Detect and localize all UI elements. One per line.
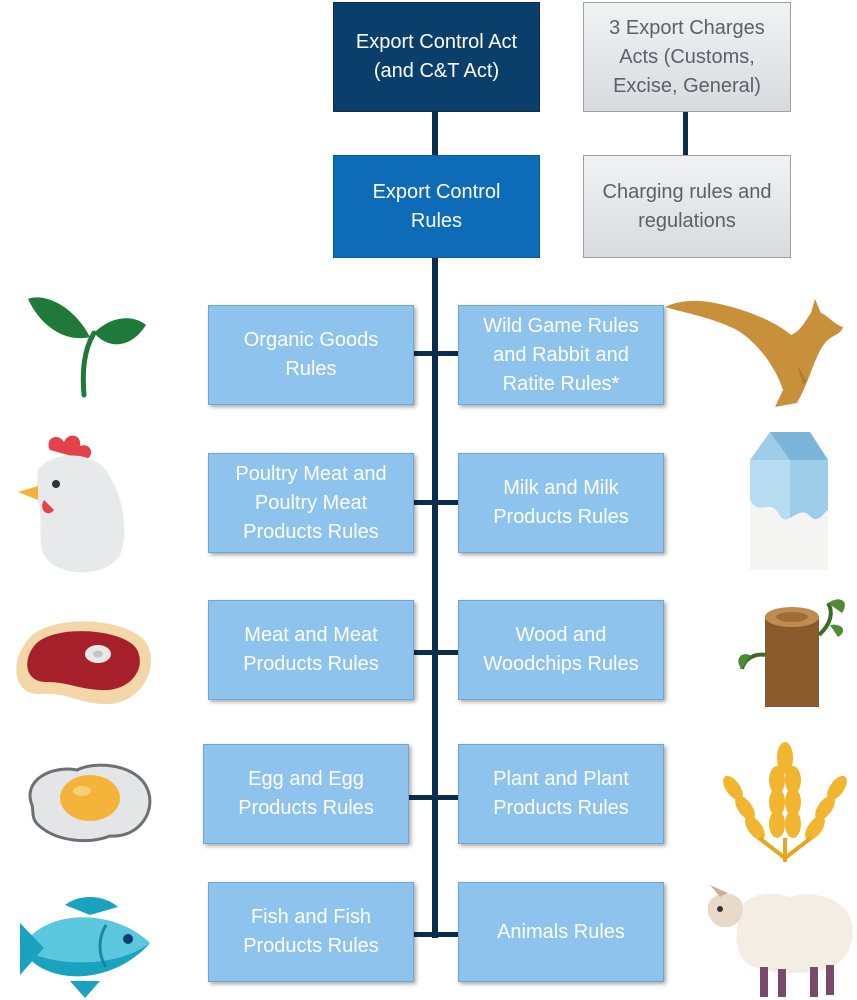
connector-branch-4 — [404, 795, 460, 800]
plant-rules-box: Plant and Plant Products Rules — [458, 744, 664, 844]
charging-rules-box: Charging rules and regulations — [583, 155, 791, 258]
milk-carton-icon — [750, 432, 828, 570]
export-control-rules-label: Export Control Rules — [372, 180, 501, 232]
export-charges-acts-box: 3 Export Charges Acts (Customs, Excise, … — [583, 2, 791, 112]
charging-rules-label: Charging rules and regulations — [602, 180, 772, 232]
fish-icon — [20, 896, 150, 998]
steak-icon — [16, 621, 151, 705]
rule-label: Egg and Egg Products Rules — [238, 768, 374, 819]
connector-act-rules — [432, 112, 438, 156]
rule-label: Meat and Meat Products Rules — [243, 624, 379, 675]
sprout-icon — [28, 297, 146, 398]
wheat-icon — [723, 742, 847, 862]
connector-branch-2 — [412, 500, 460, 505]
fish-rules-box: Fish and Fish Products Rules — [208, 882, 414, 982]
rule-label: Fish and Fish Products Rules — [243, 906, 379, 957]
meat-rules-box: Meat and Meat Products Rules — [208, 600, 414, 700]
egg-rules-box: Egg and Egg Products Rules — [203, 744, 409, 844]
export-control-act-box: Export Control Act (and C&T Act) — [333, 2, 540, 112]
rule-label: Organic Goods Rules — [243, 329, 379, 380]
export-control-rules-box: Export Control Rules — [333, 155, 540, 258]
rule-label: Poultry Meat and Poultry Meat Products R… — [235, 462, 387, 543]
rule-label: Wild Game Rules and Rabbit and Ratite Ru… — [483, 314, 639, 395]
connector-branch-5 — [412, 932, 460, 937]
connector-trunk — [432, 258, 438, 938]
export-charges-acts-label: 3 Export Charges Acts (Customs, Excise, … — [609, 16, 765, 97]
rule-label: Wood and Woodchips Rules — [483, 624, 639, 675]
wild-game-rules-box: Wild Game Rules and Rabbit and Ratite Ru… — [458, 305, 664, 405]
export-control-act-label: Export Control Act (and C&T Act) — [355, 31, 518, 82]
connector-charges — [683, 112, 688, 156]
fried-egg-icon — [28, 763, 152, 843]
log-icon — [738, 599, 845, 707]
wood-rules-box: Wood and Woodchips Rules — [458, 600, 664, 700]
connector-branch-3 — [412, 650, 460, 655]
connector-branch-1 — [412, 351, 460, 356]
rule-label: Plant and Plant Products Rules — [493, 768, 629, 819]
rule-label: Milk and Milk Products Rules — [493, 477, 629, 528]
organic-goods-rules-box: Organic Goods Rules — [208, 305, 414, 405]
sheep-icon — [707, 885, 853, 997]
kangaroo-icon — [665, 299, 843, 407]
chicken-icon — [18, 435, 125, 573]
poultry-meat-rules-box: Poultry Meat and Poultry Meat Products R… — [208, 453, 414, 553]
milk-rules-box: Milk and Milk Products Rules — [458, 453, 664, 553]
animals-rules-box: Animals Rules — [458, 882, 664, 982]
rule-label: Animals Rules — [497, 920, 625, 943]
